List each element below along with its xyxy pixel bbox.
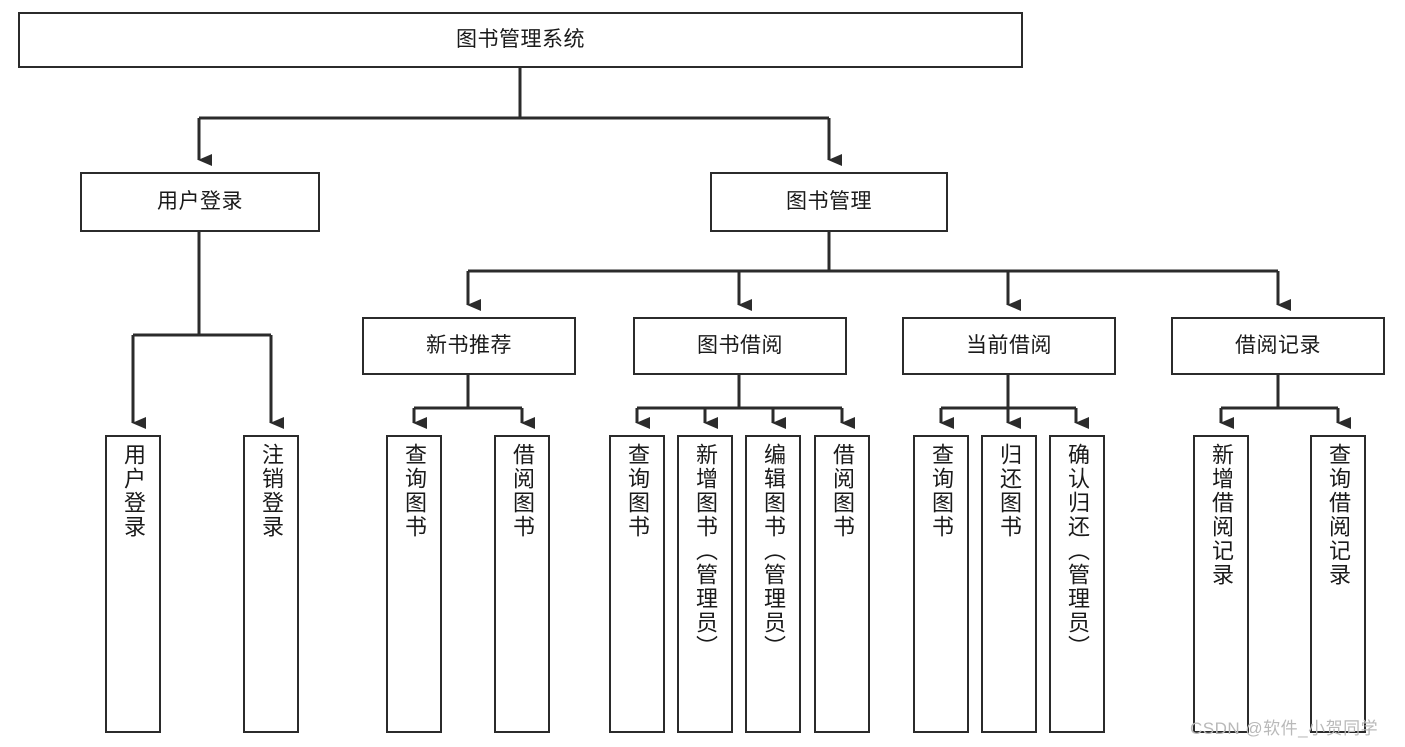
node-root[interactable]: 图书管理系统 [18, 12, 1023, 68]
leaf-confirm-return-admin[interactable]: 确认归还（管理员） [1049, 435, 1105, 733]
node-new-book-recommend[interactable]: 新书推荐 [362, 317, 576, 375]
leaf-add-borrow-record[interactable]: 新增借阅记录 [1193, 435, 1249, 733]
leaf-edit-book-admin-label: 编辑图书（管理员） [761, 443, 786, 659]
node-book-borrow-label: 图书借阅 [697, 333, 783, 357]
node-root-label: 图书管理系统 [456, 27, 585, 51]
leaf-user-login[interactable]: 用户登录 [105, 435, 161, 733]
leaf-borrow-book[interactable]: 借阅图书 [814, 435, 870, 733]
leaf-edit-book-admin[interactable]: 编辑图书（管理员） [745, 435, 801, 733]
leaf-logout-label: 注销登录 [259, 443, 284, 539]
node-current-borrow[interactable]: 当前借阅 [902, 317, 1116, 375]
leaf-borrow-book-recommend[interactable]: 借阅图书 [494, 435, 550, 733]
node-borrow-records-label: 借阅记录 [1235, 333, 1321, 357]
leaf-add-book-admin-label: 新增图书（管理员） [693, 443, 718, 659]
leaf-user-login-label: 用户登录 [121, 443, 146, 539]
leaf-borrow-book-recommend-label: 借阅图书 [510, 443, 535, 539]
node-book-borrow[interactable]: 图书借阅 [633, 317, 847, 375]
node-borrow-records[interactable]: 借阅记录 [1171, 317, 1385, 375]
leaf-query-book-borrow-label: 查询图书 [625, 443, 650, 539]
leaf-return-book[interactable]: 归还图书 [981, 435, 1037, 733]
leaf-add-book-admin[interactable]: 新增图书（管理员） [677, 435, 733, 733]
csdn-watermark: CSDN @软件_小贺同学 [1190, 719, 1379, 738]
leaf-query-book-current[interactable]: 查询图书 [913, 435, 969, 733]
node-book-management-label: 图书管理 [786, 189, 872, 213]
leaf-query-book-recommend-label: 查询图书 [402, 443, 427, 539]
leaf-return-book-label: 归还图书 [997, 443, 1022, 539]
leaf-query-borrow-record-label: 查询借阅记录 [1326, 443, 1351, 587]
leaf-query-borrow-record[interactable]: 查询借阅记录 [1310, 435, 1366, 733]
node-user-login-label: 用户登录 [157, 189, 243, 213]
leaf-add-borrow-record-label: 新增借阅记录 [1209, 443, 1234, 587]
node-new-book-recommend-label: 新书推荐 [426, 333, 512, 357]
node-user-login[interactable]: 用户登录 [80, 172, 320, 232]
node-current-borrow-label: 当前借阅 [966, 333, 1052, 357]
leaf-borrow-book-label: 借阅图书 [830, 443, 855, 539]
leaf-query-book-borrow[interactable]: 查询图书 [609, 435, 665, 733]
leaf-query-book-recommend[interactable]: 查询图书 [386, 435, 442, 733]
node-book-management[interactable]: 图书管理 [710, 172, 948, 232]
leaf-query-book-current-label: 查询图书 [929, 443, 954, 539]
leaf-confirm-return-admin-label: 确认归还（管理员） [1065, 443, 1090, 659]
leaf-logout[interactable]: 注销登录 [243, 435, 299, 733]
